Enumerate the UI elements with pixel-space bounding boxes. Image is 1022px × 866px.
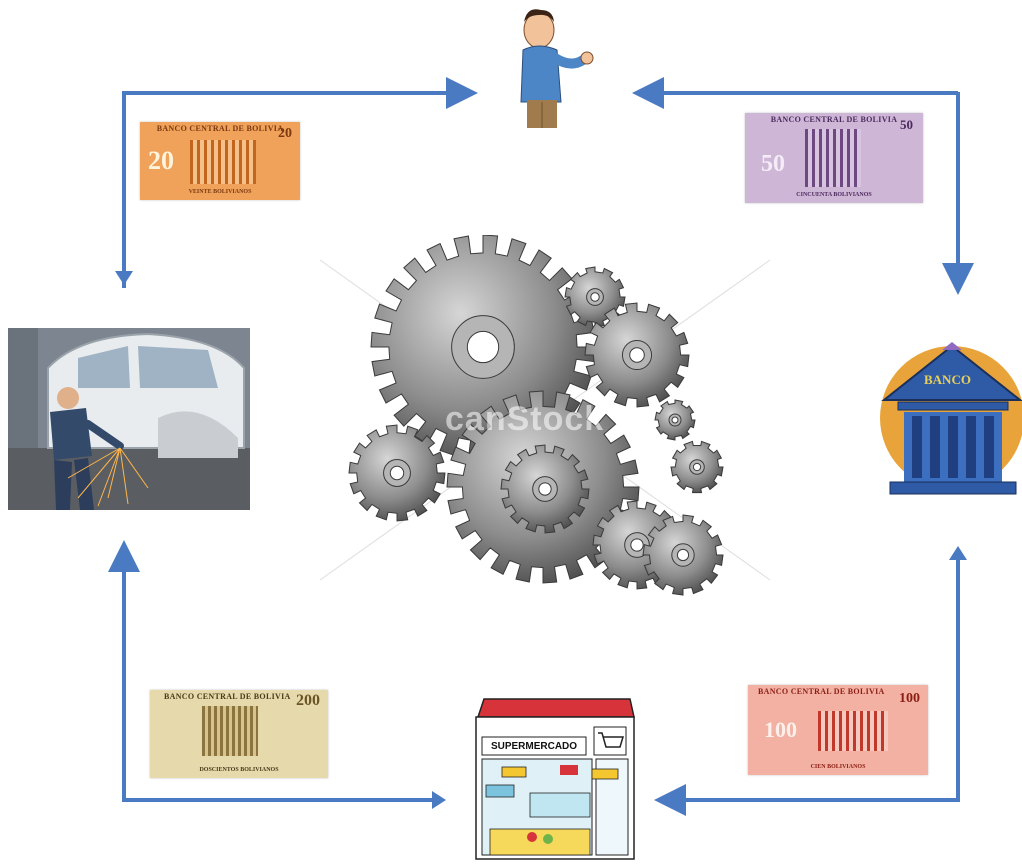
arrowhead-into-market [432, 791, 446, 809]
person-pointing-icon [520, 9, 594, 128]
arrowhead-into-bank [949, 274, 967, 288]
arrowhead-from-bank-up [949, 546, 967, 560]
worker-welding-car-photo [8, 328, 250, 510]
supermarket-sign: SUPERMERCADO [490, 741, 578, 752]
banknote-50-building [805, 129, 861, 187]
gears-illustration: canStock [315, 234, 775, 605]
arrowhead-into-workshop [115, 271, 133, 285]
gear-hole-1 [466, 330, 500, 364]
gear-hole-2 [590, 292, 600, 302]
gear-hole-8 [676, 548, 690, 562]
gear-hole-10 [671, 416, 679, 424]
gear-hole-3 [629, 347, 645, 363]
arrow-market-to-workshop [108, 540, 440, 802]
person-illustration [505, 2, 600, 130]
supermarket-icon [475, 698, 635, 860]
watermark-text: canStock [445, 400, 605, 438]
banknote-20-building [190, 140, 256, 184]
arrow-workshop-to-person [122, 77, 478, 288]
supermarket-illustration: SUPERMERCADO [472, 693, 640, 861]
banknote-200: BANCO CENTRAL DE BOLIVIA 200 DOSCIENTOS … [150, 690, 328, 778]
bank-illustration: BANCO [872, 340, 1022, 498]
bank-label: BANCO [924, 372, 971, 387]
banknote-20: BANCO CENTRAL DE BOLIVIA 20 20 VEINTE BO… [140, 122, 300, 200]
gear-hole-5 [389, 465, 405, 481]
banknote-100: BANCO CENTRAL DE BOLIVIA 100 100 CIEN BO… [748, 685, 928, 775]
workshop-scene [8, 328, 250, 510]
banknote-200-monolith [202, 706, 258, 756]
gear-hole-6 [538, 482, 552, 496]
gear-hole-9 [692, 462, 702, 472]
arrow-bank-to-market [654, 552, 960, 816]
gears-icon [319, 234, 771, 596]
banknote-50: BANCO CENTRAL DE BOLIVIA 50 50 CINCUENTA… [745, 113, 923, 203]
gear-hole-7 [630, 538, 644, 552]
banknote-100-building [818, 711, 888, 751]
bank-building-icon [880, 342, 1022, 495]
